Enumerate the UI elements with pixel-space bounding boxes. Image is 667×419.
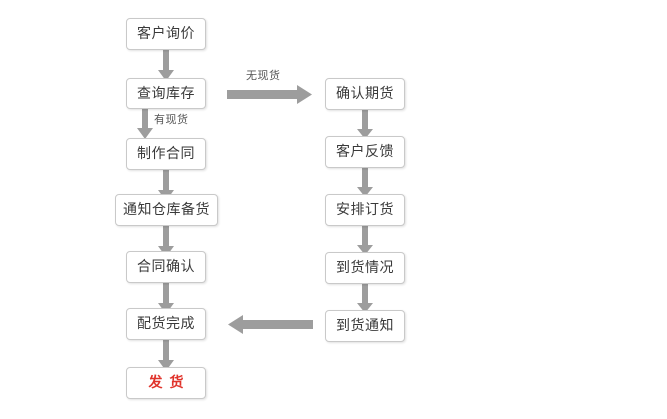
node-notify-warehouse-label: 通知仓库备货 <box>123 202 210 218</box>
node-arrival-notice[interactable]: 到货通知 <box>325 310 405 342</box>
arrow-notify-warehouse-to-confirm-contract <box>157 226 175 258</box>
node-confirm-contract-label: 合同确认 <box>137 259 195 275</box>
arrow-make-contract-to-notify-warehouse <box>157 170 175 202</box>
edge-label-in-stock: 有现货 <box>154 113 189 126</box>
arrow-inquiry-to-check-stock <box>157 50 175 82</box>
node-arrival-status[interactable]: 到货情况 <box>325 252 405 284</box>
node-check-stock[interactable]: 查询库存 <box>126 78 206 109</box>
node-confirm-futures-label: 确认期货 <box>336 86 394 102</box>
node-arrival-notice-label: 到货通知 <box>336 318 394 334</box>
node-allocation-done-label: 配货完成 <box>137 316 195 332</box>
arrow-check-stock-to-confirm-futures <box>227 85 313 105</box>
node-confirm-contract[interactable]: 合同确认 <box>126 251 206 283</box>
arrow-check-stock-to-make-contract <box>136 108 154 140</box>
node-customer-feedback-label: 客户反馈 <box>336 144 394 160</box>
node-ship[interactable]: 发货 <box>126 367 206 399</box>
node-notify-warehouse[interactable]: 通知仓库备货 <box>115 194 218 226</box>
node-arrange-order[interactable]: 安排订货 <box>325 194 405 226</box>
arrow-arrival-notice-to-allocation-done <box>227 315 313 335</box>
node-make-contract-label: 制作合同 <box>137 146 195 162</box>
node-arrange-order-label: 安排订货 <box>336 202 394 218</box>
arrow-confirm-contract-to-allocation-done <box>157 283 175 315</box>
node-inquiry-label: 客户询价 <box>137 26 195 42</box>
arrow-customer-feedback-to-arrange-order <box>356 168 374 198</box>
arrow-confirm-futures-to-customer-feedback <box>356 110 374 140</box>
node-make-contract[interactable]: 制作合同 <box>126 138 206 170</box>
arrow-allocation-done-to-ship <box>157 340 175 372</box>
node-allocation-done[interactable]: 配货完成 <box>126 308 206 340</box>
node-inquiry[interactable]: 客户询价 <box>126 18 206 50</box>
node-customer-feedback[interactable]: 客户反馈 <box>325 136 405 168</box>
arrow-arrange-order-to-arrival-status <box>356 226 374 256</box>
arrow-arrival-status-to-arrival-notice <box>356 284 374 314</box>
node-arrival-status-label: 到货情况 <box>336 260 394 276</box>
edge-label-out-of-stock: 无现货 <box>246 69 281 82</box>
node-check-stock-label: 查询库存 <box>137 85 195 102</box>
node-ship-label: 发货 <box>148 375 191 391</box>
node-confirm-futures[interactable]: 确认期货 <box>325 78 405 110</box>
